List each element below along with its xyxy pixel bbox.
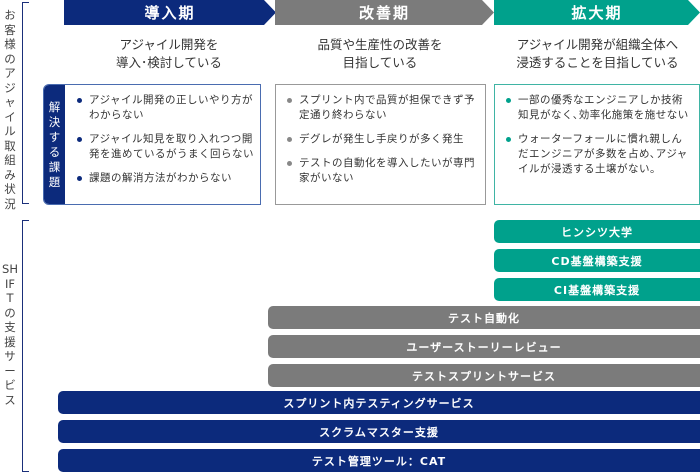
phase-desc-improvement: 品質や生産性の改善を目指している [317, 37, 443, 70]
service-bar: テストスプリントサービス [268, 364, 700, 387]
issues-box-expansion: 一部の優秀なエンジニアしか技術知見がなく､効率化施策を施せないウォーターフォール… [494, 84, 700, 205]
service-bar: テスト管理ツール：CAT [58, 449, 700, 472]
issue-item: 一部の優秀なエンジニアしか技術知見がなく､効率化施策を施せない [505, 93, 693, 123]
issue-item: テストの自動化を導入したいが専門家がいない [286, 156, 479, 186]
issues-label: 解決する課題 [44, 85, 65, 204]
issue-item: スプリント内で品質が担保できず予定通り終わらない [286, 93, 479, 123]
bracket-top [22, 2, 29, 204]
services-label: SHIFTの支援サービス [2, 262, 18, 407]
issue-item: デグレが発生し手戻りが多く発生 [286, 132, 479, 147]
customer-status-label: お客様のアジャイル取組み状況 [4, 8, 16, 211]
issue-item: 課題の解消方法がわからない [76, 171, 254, 186]
issue-item: アジャイル開発の正しいやり方がわからない [76, 93, 254, 123]
phase-introduction: 導入期 [64, 0, 276, 25]
service-bar: CD基盤構築支援 [494, 249, 700, 272]
service-bar: テスト自動化 [268, 306, 700, 329]
service-bar: スプリント内テスティングサービス [58, 391, 700, 414]
issues-box-introduction: 解決する課題 アジャイル開発の正しいやり方がわからないアジャイル知見を取り入れつ… [43, 84, 261, 205]
bracket-bottom [22, 220, 29, 472]
phase-desc-introduction: アジャイル開発を導入･検討している [116, 37, 222, 70]
phase-expansion: 拡大期 [494, 0, 700, 25]
issue-item: ウォーターフォールに慣れ親しんだエンジニアが多数を占め､アジャイルが浸透する土壌… [505, 132, 693, 177]
phase-desc-expansion: アジャイル開発が組織全体へ浸透することを目指している [516, 37, 679, 70]
service-bar: CI基盤構築支援 [494, 278, 700, 301]
service-bar: ユーザーストーリーレビュー [268, 335, 700, 358]
issues-box-improvement: スプリント内で品質が担保できず予定通り終わらないデグレが発生し手戻りが多く発生テ… [275, 84, 486, 205]
phase-improvement: 改善期 [275, 0, 494, 25]
service-bar: スクラムマスター支援 [58, 420, 700, 443]
service-bar: ヒンシツ大学 [494, 220, 700, 243]
issue-item: アジャイル知見を取り入れつつ開発を進めているがうまく回らない [76, 132, 254, 162]
